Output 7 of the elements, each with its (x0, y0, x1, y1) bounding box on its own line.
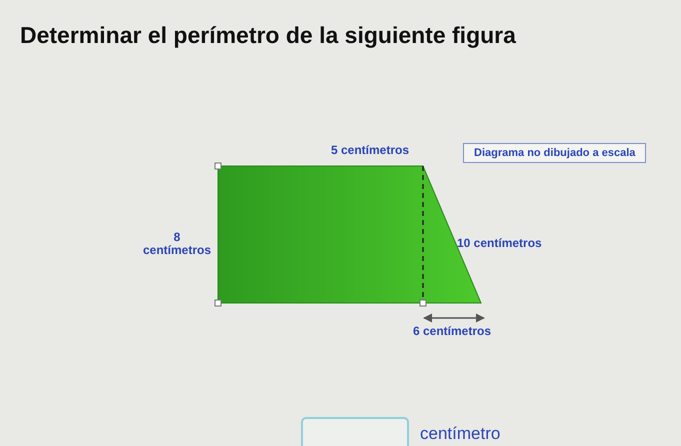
note-box: Diagrama no dibujado a escala (463, 143, 646, 163)
unit-label: centímetro (420, 424, 500, 444)
dimension-label: 6 centímetros (412, 325, 492, 338)
dimension-label: 8 centímetros (142, 231, 212, 257)
dimension-label: 5 centímetros (330, 144, 410, 157)
dimension-label: 10 centímetros (457, 237, 542, 250)
title: Determinar el perímetro de la siguiente figura (20, 22, 516, 49)
